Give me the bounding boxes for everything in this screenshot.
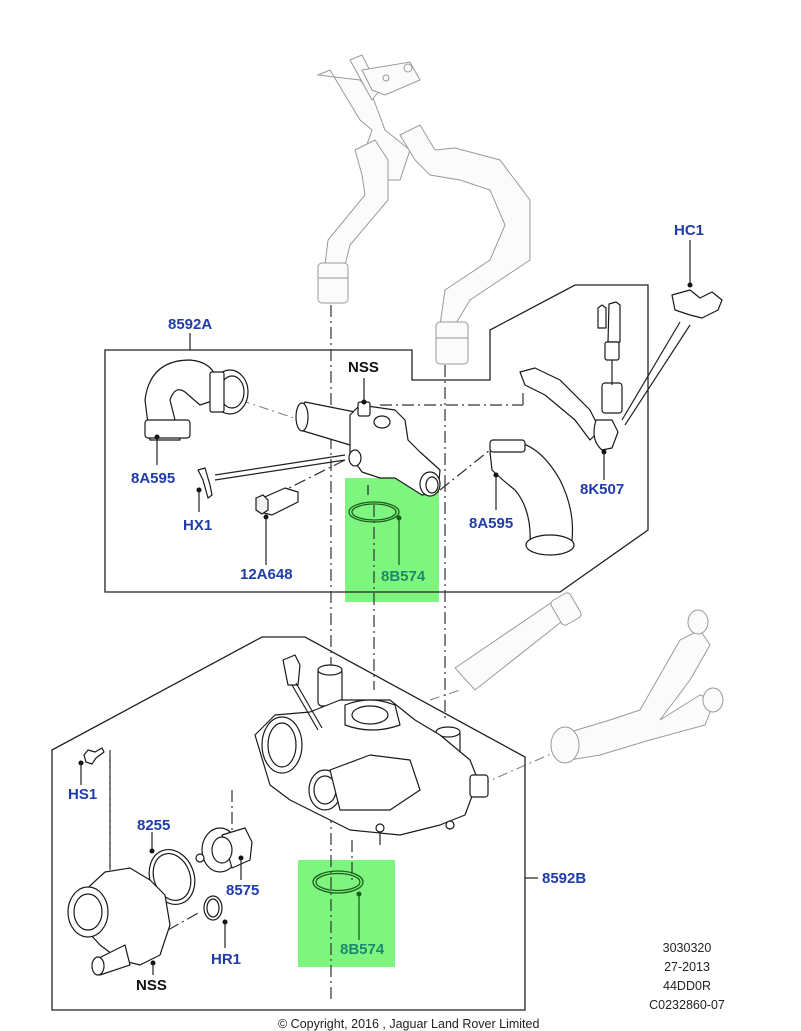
coolant-outlet-housing-upper	[295, 378, 441, 497]
highlight-oring-top	[345, 478, 439, 602]
bolt-hs1	[78, 747, 111, 870]
label-8592a[interactable]: 8592A	[168, 316, 213, 333]
reference-block: 3030320 27-2013 44DD0R C0232860-07	[627, 939, 747, 1015]
label-12a648[interactable]: 12A648	[240, 566, 293, 583]
label-8575[interactable]: 8575	[226, 882, 260, 899]
label-hc1[interactable]: HC1	[674, 222, 705, 239]
group-frame-8592b	[51, 636, 526, 1011]
label-nss-top[interactable]: NSS	[348, 359, 379, 376]
label-8a595-right[interactable]: 8A595	[469, 515, 514, 532]
label-8b574-bottom[interactable]: 8B574	[340, 941, 385, 958]
copyright-notice: © Copyright, 2016 , Jaguar Land Rover Li…	[278, 1017, 540, 1031]
upper-hose-assembly	[316, 54, 531, 365]
label-8a595-left[interactable]: 8A595	[131, 470, 176, 487]
reference-line-4: C0232860-07	[649, 998, 725, 1012]
clip-hx1	[196, 454, 346, 512]
elbow-hose-right	[489, 439, 575, 556]
label-hs1[interactable]: HS1	[68, 786, 98, 803]
label-8k507[interactable]: 8K507	[580, 481, 625, 498]
reference-line-3: 44DD0R	[663, 979, 711, 993]
o-ring-bottom	[312, 870, 364, 940]
ring-hr1	[203, 895, 228, 948]
elbow-hose-left	[144, 359, 249, 465]
label-hx1[interactable]: HX1	[183, 517, 213, 534]
thermostat-8575	[195, 827, 253, 880]
lower-hose-assembly	[454, 592, 724, 764]
thermostat-housing	[254, 654, 489, 845]
temperature-sensor	[255, 487, 299, 565]
o-ring-top	[348, 485, 402, 565]
bleed-hose	[519, 301, 623, 480]
label-hr1[interactable]: HR1	[211, 951, 242, 968]
label-8255[interactable]: 8255	[137, 817, 171, 834]
reference-line-2: 27-2013	[664, 960, 710, 974]
label-nss-bottom[interactable]: NSS	[136, 977, 167, 994]
label-8592b[interactable]: 8592B	[542, 870, 587, 887]
coolant-outlet-lower	[67, 867, 201, 976]
clip-hc1	[621, 240, 723, 426]
label-8b574-top[interactable]: 8B574	[381, 568, 426, 585]
group-frame-8592a	[104, 284, 649, 593]
reference-line-1: 3030320	[662, 941, 712, 955]
